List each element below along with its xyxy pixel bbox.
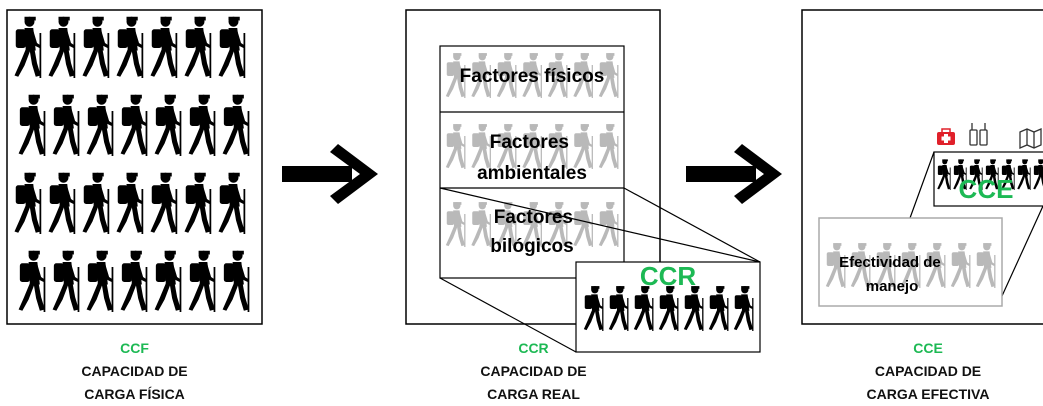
factor-biologicos-label: Factores bilógicos (490, 207, 578, 257)
cce-caption: CCE CAPACIDAD DE CARGA EFECTIVA (843, 337, 1013, 406)
panel-ccr: Factores físicos Factores ambientales Fa… (405, 9, 761, 353)
cce-inset-label: CCE (959, 174, 1014, 204)
ccr-acronym: CCR (518, 340, 549, 356)
ccr-caption: CCR CAPACIDAD DE CARGA REAL (451, 337, 616, 406)
cce-title-line2: CARGA EFECTIVA (866, 386, 990, 402)
factor-fisicos-label: Factores físicos (460, 66, 605, 87)
ccr-inset-label: CCR (640, 261, 697, 291)
arrow-right-icon (282, 144, 378, 204)
ccf-title-line2: CARGA FÍSICA (84, 386, 185, 402)
map-icon (1019, 128, 1042, 149)
cce-acronym: CCE (913, 340, 943, 356)
factor-ambientales-label: Factores ambientales (477, 132, 587, 184)
cce-title-line1: CAPACIDAD DE (874, 363, 982, 379)
ccf-acronym: CCF (120, 340, 149, 356)
panel-ccf (6, 9, 263, 325)
ccr-title-line2: CARGA REAL (487, 386, 580, 402)
ccf-caption: CCF CAPACIDAD DE CARGA FÍSICA (52, 337, 217, 406)
ccr-title-line1: CAPACIDAD DE (480, 363, 587, 379)
walkie-talkie-icon (969, 123, 988, 146)
ccf-title-line1: CAPACIDAD DE (81, 363, 188, 379)
management-label: Efectividad de manejo (839, 254, 945, 295)
first-aid-kit-icon (937, 128, 955, 145)
arrow-right-icon (686, 144, 782, 204)
panel-cce: Efectividad de manejo CCE (801, 9, 1043, 325)
factors-box (439, 45, 625, 279)
